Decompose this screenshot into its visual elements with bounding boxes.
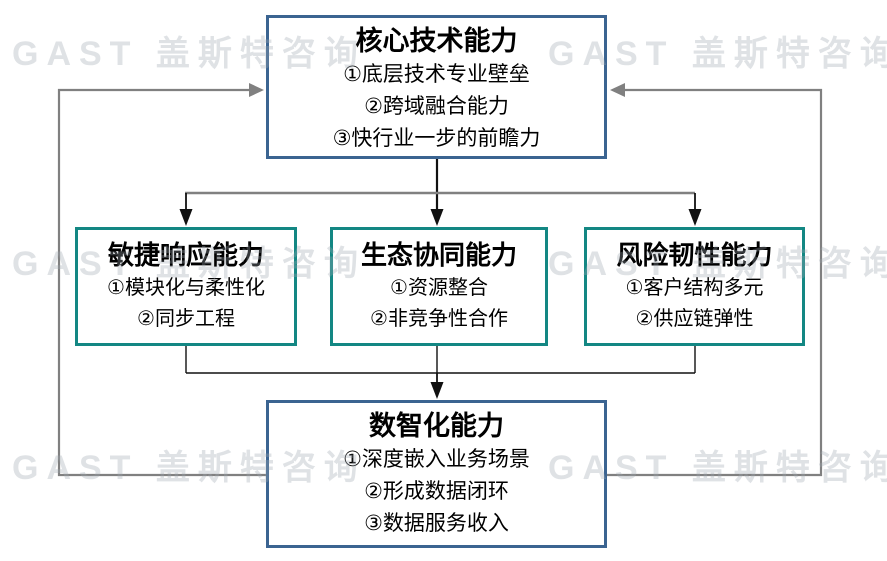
box-agile-response-title: 敏捷响应能力 xyxy=(107,240,264,270)
box-core-tech-item: ①底层技术专业壁垒 xyxy=(343,63,530,87)
arrowhead-to-agile xyxy=(179,209,193,226)
arrowhead-to-digital xyxy=(430,382,444,399)
arrowhead-to-eco xyxy=(430,209,444,226)
arrowhead-to-risk xyxy=(688,209,702,226)
box-risk-resilience: 风险韧性能力 ①客户结构多元 ②供应链弹性 xyxy=(584,227,805,346)
box-core-tech-item: ③快行业一步的前瞻力 xyxy=(332,126,541,150)
box-digital-intelligence-item: ②形成数据闭环 xyxy=(364,480,509,503)
box-agile-response-item: ①模块化与柔性化 xyxy=(107,277,265,300)
box-eco-synergy-item: ②非竞争性合作 xyxy=(370,308,508,331)
box-core-tech: 核心技术能力 ①底层技术专业壁垒 ②跨域融合能力 ③快行业一步的前瞻力 xyxy=(266,15,607,159)
box-eco-synergy: 生态协同能力 ①资源整合 ②非竞争性合作 xyxy=(330,227,548,346)
box-eco-synergy-title: 生态协同能力 xyxy=(360,240,517,270)
box-agile-response-item: ②同步工程 xyxy=(137,308,235,331)
box-digital-intelligence-title: 数智化能力 xyxy=(369,411,504,441)
arrowhead-loop-left xyxy=(249,83,264,97)
box-risk-resilience-title: 风险韧性能力 xyxy=(616,240,773,270)
feedback-loop-left xyxy=(57,88,266,477)
arrowhead-loop-right xyxy=(610,83,625,97)
box-digital-intelligence-item: ③数据服务收入 xyxy=(364,511,509,535)
box-agile-response: 敏捷响应能力 ①模块化与柔性化 ②同步工程 xyxy=(75,227,297,346)
box-risk-resilience-item: ②供应链弹性 xyxy=(635,308,754,331)
box-digital-intelligence-item: ①深度嵌入业务场景 xyxy=(343,448,530,472)
feedback-loop-right xyxy=(607,88,823,477)
box-eco-synergy-item: ①资源整合 xyxy=(390,277,488,300)
box-risk-resilience-item: ①客户结构多元 xyxy=(625,277,764,300)
box-digital-intelligence: 数智化能力 ①深度嵌入业务场景 ②形成数据闭环 ③数据服务收入 xyxy=(266,400,607,548)
box-core-tech-title: 核心技术能力 xyxy=(355,26,518,56)
box-core-tech-item: ②跨域融合能力 xyxy=(364,95,509,118)
